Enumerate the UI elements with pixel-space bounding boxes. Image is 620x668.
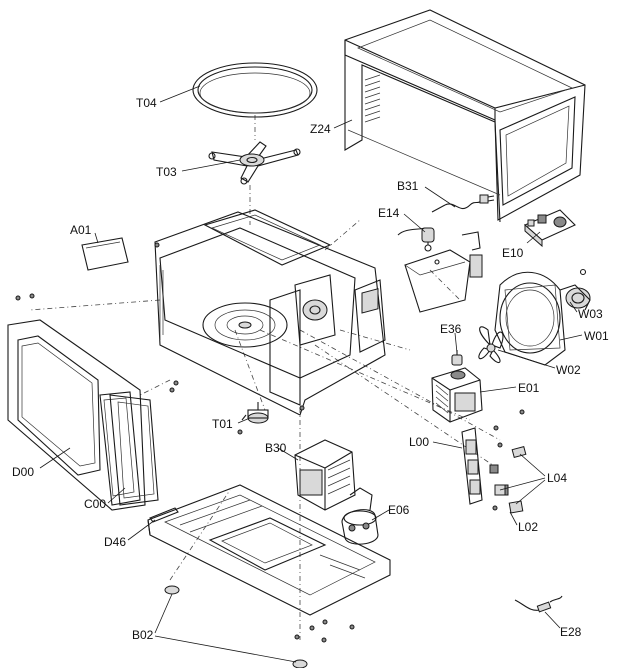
oven-door: [7, 319, 146, 511]
part-labels: T04 T03 Z24 B31 E14 E10 A01 W03 W01 E36 …: [12, 96, 609, 642]
label-T01: T01: [212, 417, 233, 431]
label-W02: W02: [556, 363, 581, 377]
label-D46: D46: [104, 535, 126, 549]
bottom-screws: [294, 619, 355, 643]
waveguide-cover: [81, 237, 129, 271]
label-L04: L04: [547, 471, 567, 485]
fan-blade: [478, 326, 504, 364]
fan-motor: [559, 268, 591, 311]
label-W01: W01: [584, 329, 609, 343]
oven-cavity: [154, 209, 386, 416]
label-T03: T03: [156, 165, 177, 179]
label-E14: E14: [378, 206, 400, 220]
high-voltage-capacitor: [341, 487, 379, 545]
turntable-glass-tray: [192, 62, 318, 118]
label-E36: E36: [440, 322, 462, 336]
label-E10: E10: [502, 246, 524, 260]
label-B02: B02: [132, 628, 154, 642]
label-T04: T04: [136, 96, 157, 110]
thermostat: [451, 350, 463, 366]
rubber-feet: [164, 585, 308, 668]
label-B31: B31: [397, 179, 419, 193]
label-E06: E06: [388, 503, 410, 517]
label-L00: L00: [409, 435, 429, 449]
roller-ring: [208, 141, 301, 185]
label-B30: B30: [265, 441, 287, 455]
power-cord: [431, 194, 495, 213]
micro-switch-l02: [508, 500, 524, 514]
base-plate: [147, 484, 391, 616]
assembly-lines: [29, 115, 501, 640]
turntable-motor: [241, 402, 269, 424]
high-voltage-transformer: [294, 439, 356, 511]
screws: [15, 242, 525, 511]
label-A01: A01: [70, 223, 92, 237]
door-frame: [109, 394, 159, 506]
label-E28: E28: [560, 625, 582, 639]
thermal-cutout: [397, 227, 435, 252]
mounting-bracket: [404, 231, 483, 313]
fan-duct: [494, 271, 566, 366]
label-E01: E01: [518, 381, 540, 395]
leader-lines: [39, 85, 583, 663]
label-Z24: Z24: [310, 122, 331, 136]
label-C00: C00: [84, 497, 106, 511]
label-D00: D00: [12, 465, 34, 479]
label-W03: W03: [578, 307, 603, 321]
outer-cabinet: [344, 9, 586, 223]
micro-switch-l04: [494, 445, 527, 496]
door-latch: [149, 507, 179, 523]
label-L02: L02: [518, 520, 538, 534]
wire-harness: [514, 595, 563, 613]
noise-filter-board: [523, 209, 576, 248]
magnetron: [431, 367, 483, 423]
